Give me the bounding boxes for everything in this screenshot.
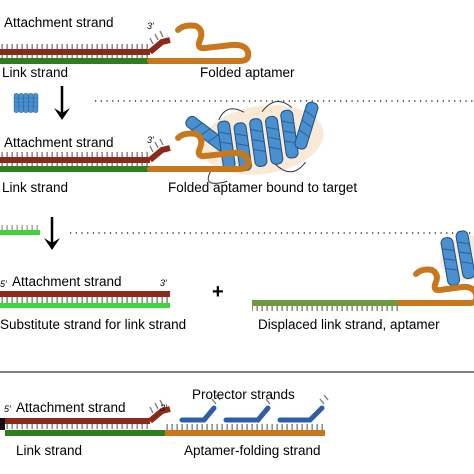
protector-strands bbox=[179, 405, 325, 423]
p4-aptamer-folding-strand-label: Aptamer-folding strand bbox=[184, 443, 321, 458]
p1-link-strand-label: Link strand bbox=[2, 65, 69, 80]
down-arrow-icon bbox=[44, 217, 60, 250]
plus-sign: + bbox=[212, 281, 224, 303]
p2-link-strand-label: Link strand bbox=[2, 180, 69, 195]
down-arrow-icon bbox=[54, 86, 70, 120]
p4-protector-strands-label: Protector strands bbox=[192, 387, 295, 402]
p4-three-prime-label: 3′ bbox=[160, 403, 167, 413]
aptamer-folding-strand-bar bbox=[165, 430, 325, 436]
five-prime-cap bbox=[0, 418, 5, 430]
p3-attachment-strand-label: Attachment strand bbox=[12, 274, 122, 289]
panel-2 bbox=[0, 86, 474, 184]
target-protein-small-icon bbox=[13, 93, 39, 113]
p3-displaced-label: Displaced link strand, aptamer bbox=[258, 317, 440, 332]
p3-substitute-strand-label: Substitute strand for link strand bbox=[0, 317, 187, 332]
link-teeth bbox=[0, 55, 150, 58]
target-protein-edge-icon bbox=[439, 229, 474, 287]
substitute-strand-small bbox=[0, 230, 40, 235]
protector-teeth bbox=[211, 394, 329, 405]
p3-three-prime-label: 3′ bbox=[160, 278, 167, 288]
target-protein-icon bbox=[183, 100, 324, 184]
attachment-strand-angled-end bbox=[148, 37, 171, 55]
p4-link-strand-label: Link strand bbox=[16, 443, 83, 458]
displaced-aptamer-shape bbox=[397, 266, 474, 306]
p2-three-prime-label: 3′ bbox=[147, 135, 154, 145]
attachment-strand-bar bbox=[0, 49, 150, 55]
bound-aptamer-shape bbox=[147, 130, 252, 172]
p2-folded-aptamer-bound-label: Folded aptamer bound to target bbox=[168, 180, 358, 195]
panel-3 bbox=[0, 217, 474, 311]
attachment-end-teeth bbox=[149, 30, 164, 45]
p1-attachment-strand-label: Attachment strand bbox=[4, 15, 114, 30]
substitute-strand-bar bbox=[0, 303, 170, 308]
p1-folded-aptamer-label: Folded aptamer bbox=[200, 65, 295, 80]
p4-five-prime-label: 5′ bbox=[4, 404, 11, 414]
displaced-link-bar bbox=[252, 300, 400, 306]
panel-4 bbox=[0, 394, 329, 436]
attachment-teeth bbox=[0, 44, 150, 49]
panel-1 bbox=[0, 22, 252, 64]
folded-aptamer-shape bbox=[147, 22, 252, 64]
p3-five-prime-label: 5′ bbox=[0, 279, 7, 289]
link-strand-bar bbox=[0, 58, 240, 64]
p1-three-prime-label: 3′ bbox=[147, 21, 154, 31]
p2-attachment-strand-label: Attachment strand bbox=[4, 135, 114, 150]
p4-attachment-strand-label: Attachment strand bbox=[16, 400, 126, 415]
